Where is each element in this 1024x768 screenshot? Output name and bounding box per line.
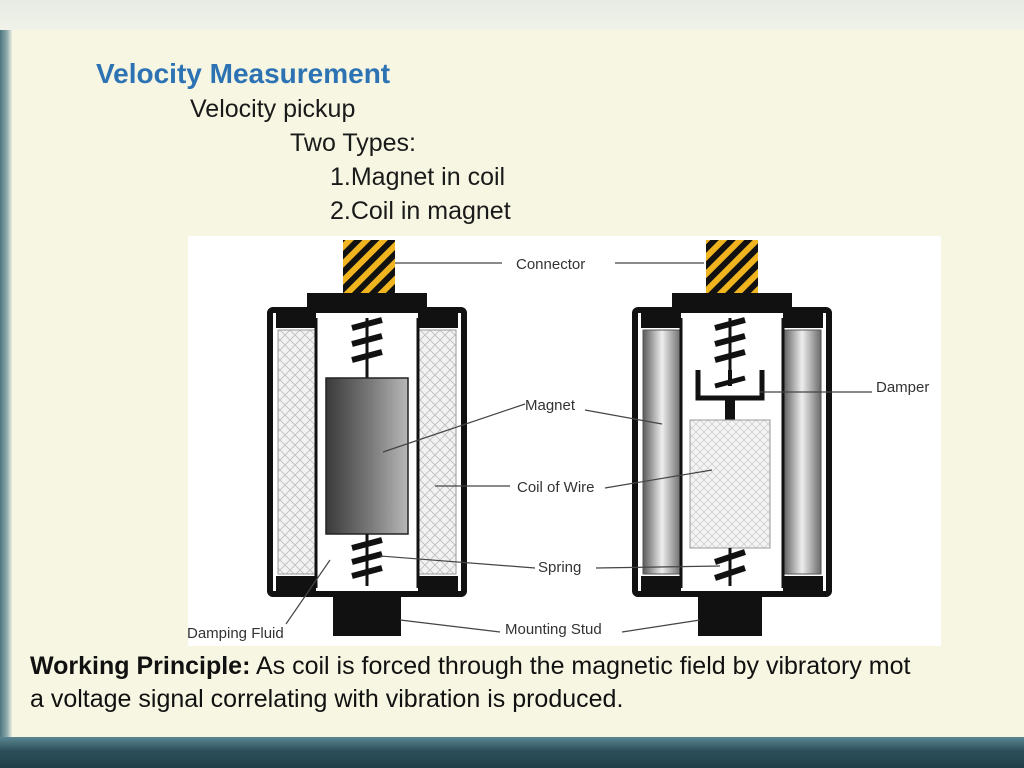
right-mounting-stud bbox=[698, 592, 762, 636]
magnet-in-coil-pickup bbox=[267, 240, 467, 636]
working-principle-line-2: a voltage signal correlating with vibrat… bbox=[30, 685, 624, 713]
left-coil-winding bbox=[277, 329, 317, 575]
right-coil-winding bbox=[417, 329, 457, 575]
label-damper: Damper bbox=[876, 379, 929, 396]
right-magnet-bar bbox=[782, 329, 822, 575]
leader-lines bbox=[285, 262, 872, 633]
left-top-cap bbox=[307, 293, 427, 311]
left-accent-band bbox=[0, 30, 12, 740]
right-top-cap bbox=[672, 293, 792, 311]
label-damping-fluid: Damping Fluid bbox=[187, 625, 284, 642]
left-connector bbox=[343, 240, 395, 296]
outline-item-magnet-in-coil: 1.Magnet in coil bbox=[330, 163, 506, 191]
magnet bbox=[325, 377, 409, 535]
working-principle-text-1: As coil is forced through the magnetic f… bbox=[250, 652, 911, 680]
working-principle-line-1: Working Principle: As coil is forced thr… bbox=[30, 650, 1024, 683]
coil-in-magnet-pickup bbox=[632, 240, 832, 636]
top-strip bbox=[0, 0, 1024, 30]
outline-item-coil-in-magnet: 2.Coil in magnet bbox=[330, 197, 511, 225]
coil-of-wire bbox=[689, 419, 771, 549]
working-principle-heading: Working Principle: bbox=[30, 652, 251, 680]
bottom-accent-band bbox=[0, 737, 1024, 768]
left-magnet-bar bbox=[642, 329, 682, 575]
outline-item-velocity-pickup: Velocity pickup bbox=[190, 95, 356, 123]
label-connector: Connector bbox=[516, 256, 585, 273]
outline-item-two-types: Two Types: bbox=[290, 129, 416, 157]
label-mounting-stud: Mounting Stud bbox=[505, 621, 602, 638]
label-spring: Spring bbox=[538, 559, 581, 576]
left-mounting-stud bbox=[333, 592, 401, 636]
slide-title: Velocity Measurement bbox=[96, 58, 391, 89]
label-magnet: Magnet bbox=[525, 397, 576, 414]
right-connector bbox=[706, 240, 758, 296]
label-coil-of-wire: Coil of Wire bbox=[517, 479, 595, 496]
working-principle: Working Principle: As coil is forced thr… bbox=[30, 650, 1024, 716]
